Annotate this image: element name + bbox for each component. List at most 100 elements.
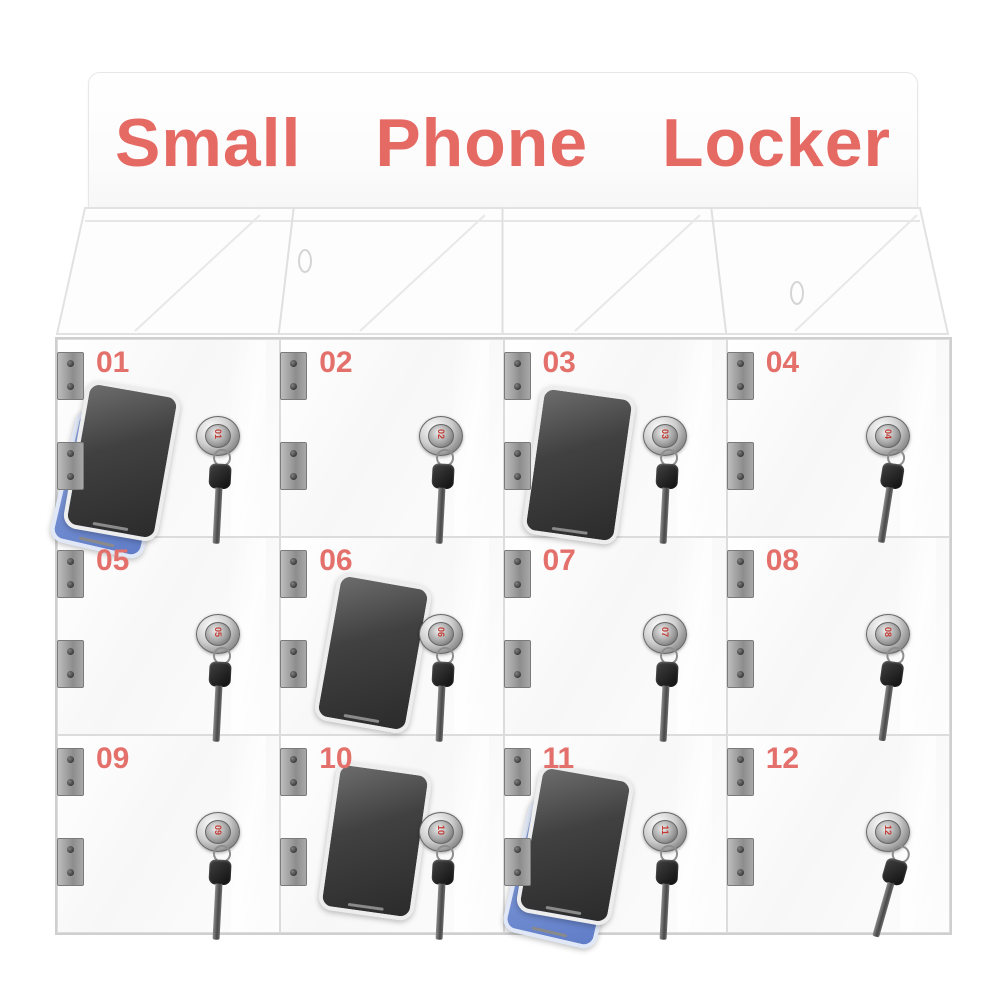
lock-icon: 11 — [642, 812, 687, 852]
hinge-icon — [503, 550, 531, 598]
top-lids-drawing — [55, 207, 950, 335]
key-head — [878, 660, 905, 688]
cam-lock: 08 — [865, 614, 926, 742]
locker-body: 01 01 02 02 03 03 — [47, 337, 952, 952]
compartment-number: 01 — [96, 346, 130, 379]
lock-icon: 05 — [196, 614, 240, 654]
key-head — [879, 461, 905, 491]
compartment-number: 03 — [542, 346, 576, 379]
compartment-number: 02 — [319, 346, 353, 379]
lock-icon: 12 — [865, 812, 910, 852]
key-blade — [659, 883, 669, 940]
key-head — [431, 859, 455, 886]
compartment-number: 05 — [96, 544, 130, 577]
hinge-icon — [726, 442, 754, 490]
cam-lock: 07 — [642, 614, 703, 742]
locker-compartment: 01 01 — [47, 339, 281, 562]
hinge-icon — [57, 838, 84, 886]
key-blade — [878, 684, 893, 742]
phone — [312, 570, 434, 736]
lock-icon: 06 — [419, 614, 464, 654]
locker-compartment: 06 06 — [280, 537, 504, 742]
hinge-icon — [726, 838, 754, 886]
key-icon — [653, 844, 688, 940]
lock-icon: 08 — [865, 614, 910, 654]
compartment-number: 09 — [96, 742, 130, 775]
key-icon — [430, 448, 465, 544]
locker-compartment: 02 02 — [280, 339, 504, 544]
compartment-number: 07 — [542, 544, 576, 577]
hinge-icon — [280, 550, 308, 598]
phone — [317, 760, 434, 922]
phone — [514, 762, 635, 928]
compartment-number: 04 — [765, 346, 800, 379]
locker-top-lids — [55, 205, 950, 337]
compartment-number: 10 — [319, 742, 353, 775]
compartment-number: 08 — [765, 544, 800, 577]
cam-lock: 04 — [865, 416, 926, 544]
key-icon — [866, 843, 921, 943]
hinge-icon — [57, 640, 84, 688]
locker-compartment: 09 09 — [57, 735, 281, 940]
hinge-icon — [280, 838, 308, 886]
key-icon — [653, 448, 688, 544]
hinge-icon — [726, 550, 754, 598]
key-icon — [207, 844, 242, 940]
hinge-icon — [57, 352, 84, 400]
hinge-icon — [280, 640, 308, 688]
hinge-icon — [726, 748, 754, 796]
lock-icon: 03 — [642, 416, 687, 456]
locker-header-panel: Small Phone Locker — [88, 72, 918, 214]
key-blade — [212, 883, 223, 940]
locker-compartment: 08 08 — [726, 537, 950, 742]
cam-lock: 03 — [642, 416, 703, 544]
lock-icon: 10 — [419, 812, 464, 852]
hinge-icon — [726, 640, 754, 688]
key-head — [654, 859, 679, 886]
key-blade — [877, 486, 894, 544]
hinge-icon — [280, 748, 308, 796]
key-icon — [430, 844, 465, 940]
cam-lock: 12 — [865, 812, 926, 938]
cam-lock: 06 — [419, 614, 479, 742]
key-blade — [659, 487, 669, 544]
compartment-number: 11 — [542, 742, 575, 775]
key-icon — [872, 447, 916, 546]
cam-lock: 01 — [196, 416, 256, 544]
lock-icon: 09 — [196, 812, 240, 852]
cam-lock: 10 — [419, 812, 479, 940]
locker-compartment: 05 05 — [57, 537, 281, 742]
key-icon — [653, 646, 688, 742]
product-title: Small Phone Locker — [115, 105, 891, 181]
locker-compartment: 12 12 — [726, 735, 950, 938]
compartment-number: 06 — [319, 544, 353, 577]
hinge-icon — [503, 352, 531, 400]
locker-compartment: 10 10 — [280, 735, 504, 940]
key-icon — [207, 646, 242, 742]
cam-lock: 09 — [196, 812, 256, 940]
key-blade — [659, 685, 669, 742]
key-head — [654, 463, 679, 490]
key-head — [880, 856, 909, 887]
lock-icon: 04 — [865, 416, 910, 456]
lock-icon: 01 — [196, 416, 240, 456]
key-head — [208, 661, 232, 688]
hinge-icon — [57, 442, 84, 490]
hinge-icon — [503, 838, 531, 886]
hinge-icon — [503, 748, 531, 796]
cam-lock: 11 — [642, 812, 703, 940]
hinge-icon — [503, 640, 531, 688]
key-icon — [207, 448, 242, 544]
cam-lock: 02 — [419, 416, 479, 544]
locker-compartment: 11 11 — [500, 735, 727, 952]
key-head — [208, 463, 232, 490]
phone — [520, 384, 637, 546]
lock-icon: 07 — [642, 614, 687, 654]
locker-compartment: 04 04 — [726, 339, 950, 544]
key-icon — [430, 646, 465, 742]
hinge-icon — [57, 550, 84, 598]
hinge-icon — [503, 442, 531, 490]
hinge-icon — [726, 352, 754, 400]
compartment-number: 12 — [765, 742, 800, 775]
